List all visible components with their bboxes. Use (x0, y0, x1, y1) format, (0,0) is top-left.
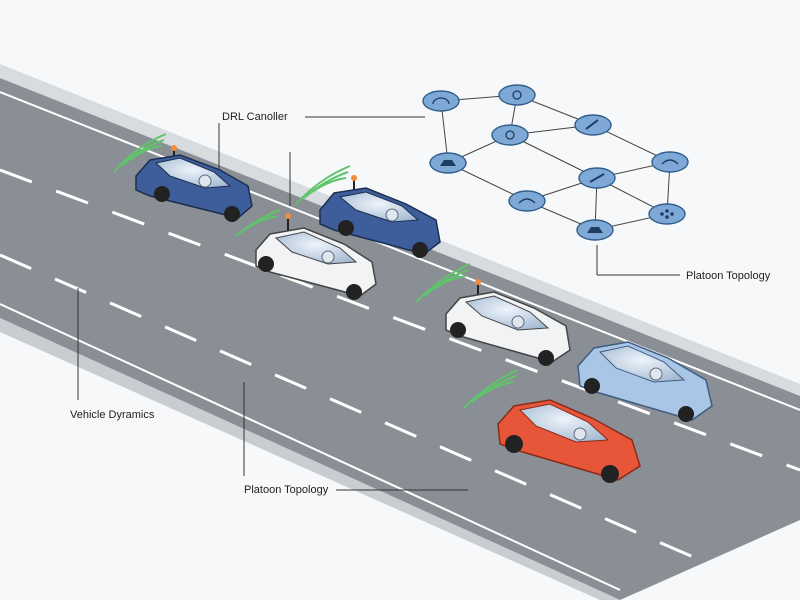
antenna-light (475, 279, 481, 285)
signal-waves (463, 369, 519, 409)
wheel (601, 465, 619, 483)
driver (573, 427, 587, 441)
wheel (450, 322, 466, 338)
driver (321, 250, 335, 264)
car-dark-blue-second (295, 165, 441, 258)
lane-marking-1 (0, 168, 800, 472)
wrench-icon (585, 119, 599, 130)
platoon-topology-top-label: Platoon Topology (686, 270, 771, 282)
antenna-light (351, 175, 357, 181)
wheel (538, 350, 554, 366)
topology-nodes (422, 84, 689, 241)
network-icon (505, 130, 515, 140)
fuel-icon (589, 173, 605, 183)
wheel (346, 284, 362, 300)
gear-icon (512, 90, 522, 100)
wheel (412, 242, 428, 258)
node-fuel (578, 167, 616, 189)
node-dots (648, 203, 686, 225)
wheel (505, 435, 523, 453)
vehicle-dynamics-label: Vehicle Dyramics (70, 409, 155, 421)
car-window (464, 295, 550, 331)
wheel (154, 186, 170, 202)
signal-waves (113, 133, 167, 173)
car-light-blue (577, 341, 713, 422)
node-network (491, 124, 529, 146)
node-car (429, 152, 467, 174)
antenna-light (285, 213, 291, 219)
driver (649, 367, 663, 381)
car-icon (440, 160, 456, 166)
drl-controller-label: DRL Canoller (222, 111, 288, 123)
node-gear (498, 84, 536, 106)
car-window (598, 345, 686, 383)
driver (385, 208, 399, 222)
antenna-light (171, 145, 177, 151)
wheel (678, 406, 694, 422)
node-speedometer (422, 90, 460, 112)
wheel (258, 256, 274, 272)
signal-waves (235, 209, 281, 237)
car-window (274, 231, 358, 265)
road-shoulder-bottom (0, 318, 620, 600)
car-window (338, 191, 420, 223)
lane-marking-2 (0, 253, 701, 562)
signal-waves (415, 263, 471, 303)
car-white-fourth (415, 263, 571, 366)
driver (511, 315, 525, 329)
node-route (508, 190, 546, 212)
car-icon (587, 227, 603, 233)
dots-icon (660, 209, 674, 219)
car-leader-dark-blue (113, 133, 253, 222)
callout-lines (77, 116, 680, 491)
road (0, 64, 800, 600)
steering-icon (661, 159, 679, 165)
wheel (224, 206, 240, 222)
wheel (584, 378, 600, 394)
driver (198, 174, 212, 188)
road-edge-line-bottom (0, 303, 621, 591)
platoon-topology-bottom-label: Platoon Topology (244, 484, 329, 496)
speedometer-icon (432, 97, 450, 105)
car-white-third (235, 209, 377, 300)
wheel (338, 220, 354, 236)
car-red (463, 369, 641, 483)
topology-network (440, 94, 671, 231)
node-wrench (574, 114, 612, 136)
signal-waves (295, 165, 351, 205)
edge (509, 134, 598, 179)
node-steering (651, 151, 689, 173)
route-icon (518, 198, 536, 204)
car-window (154, 157, 232, 189)
node-bottom (576, 219, 614, 241)
